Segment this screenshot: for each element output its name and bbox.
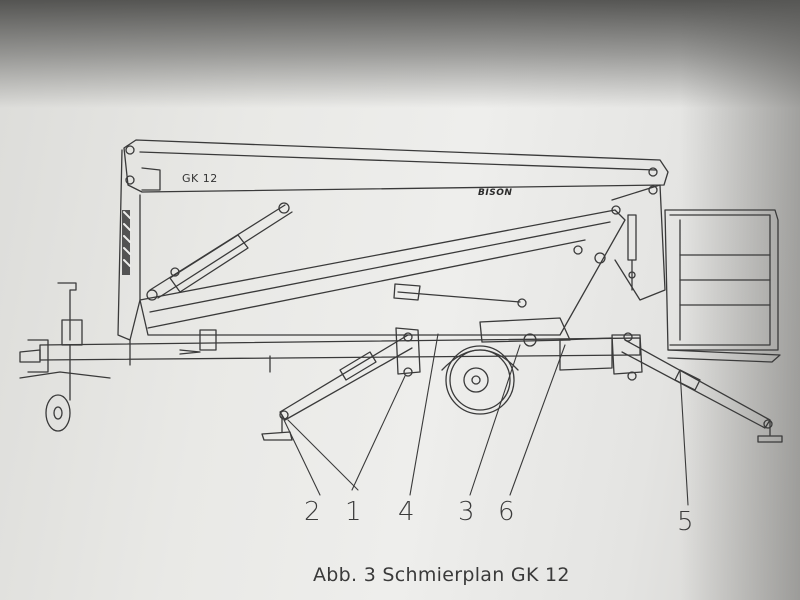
callout-6: 6 xyxy=(498,497,515,527)
lower-boom xyxy=(139,209,626,336)
left-outrigger xyxy=(261,327,421,441)
callout-5: 5 xyxy=(677,507,694,537)
chassis xyxy=(39,317,641,373)
figure-caption: Abb. 3 Schmierplan GK 12 xyxy=(313,564,570,586)
right-outrigger xyxy=(611,332,783,443)
callout-4: 4 xyxy=(398,497,415,527)
wheel xyxy=(441,345,519,415)
upper-boom xyxy=(123,139,669,195)
basket xyxy=(664,209,781,363)
right-knuckle xyxy=(611,184,666,301)
middle-cylinder xyxy=(393,283,527,308)
leader-lines xyxy=(283,333,689,506)
hitch xyxy=(19,282,111,432)
left-mast xyxy=(117,149,141,341)
callout-3: 3 xyxy=(458,497,475,527)
callout-1: 1 xyxy=(345,497,362,527)
boom-model-label: GK 12 xyxy=(182,172,218,185)
manufacturer-logo: BISON xyxy=(478,188,513,198)
callout-2: 2 xyxy=(304,497,321,527)
